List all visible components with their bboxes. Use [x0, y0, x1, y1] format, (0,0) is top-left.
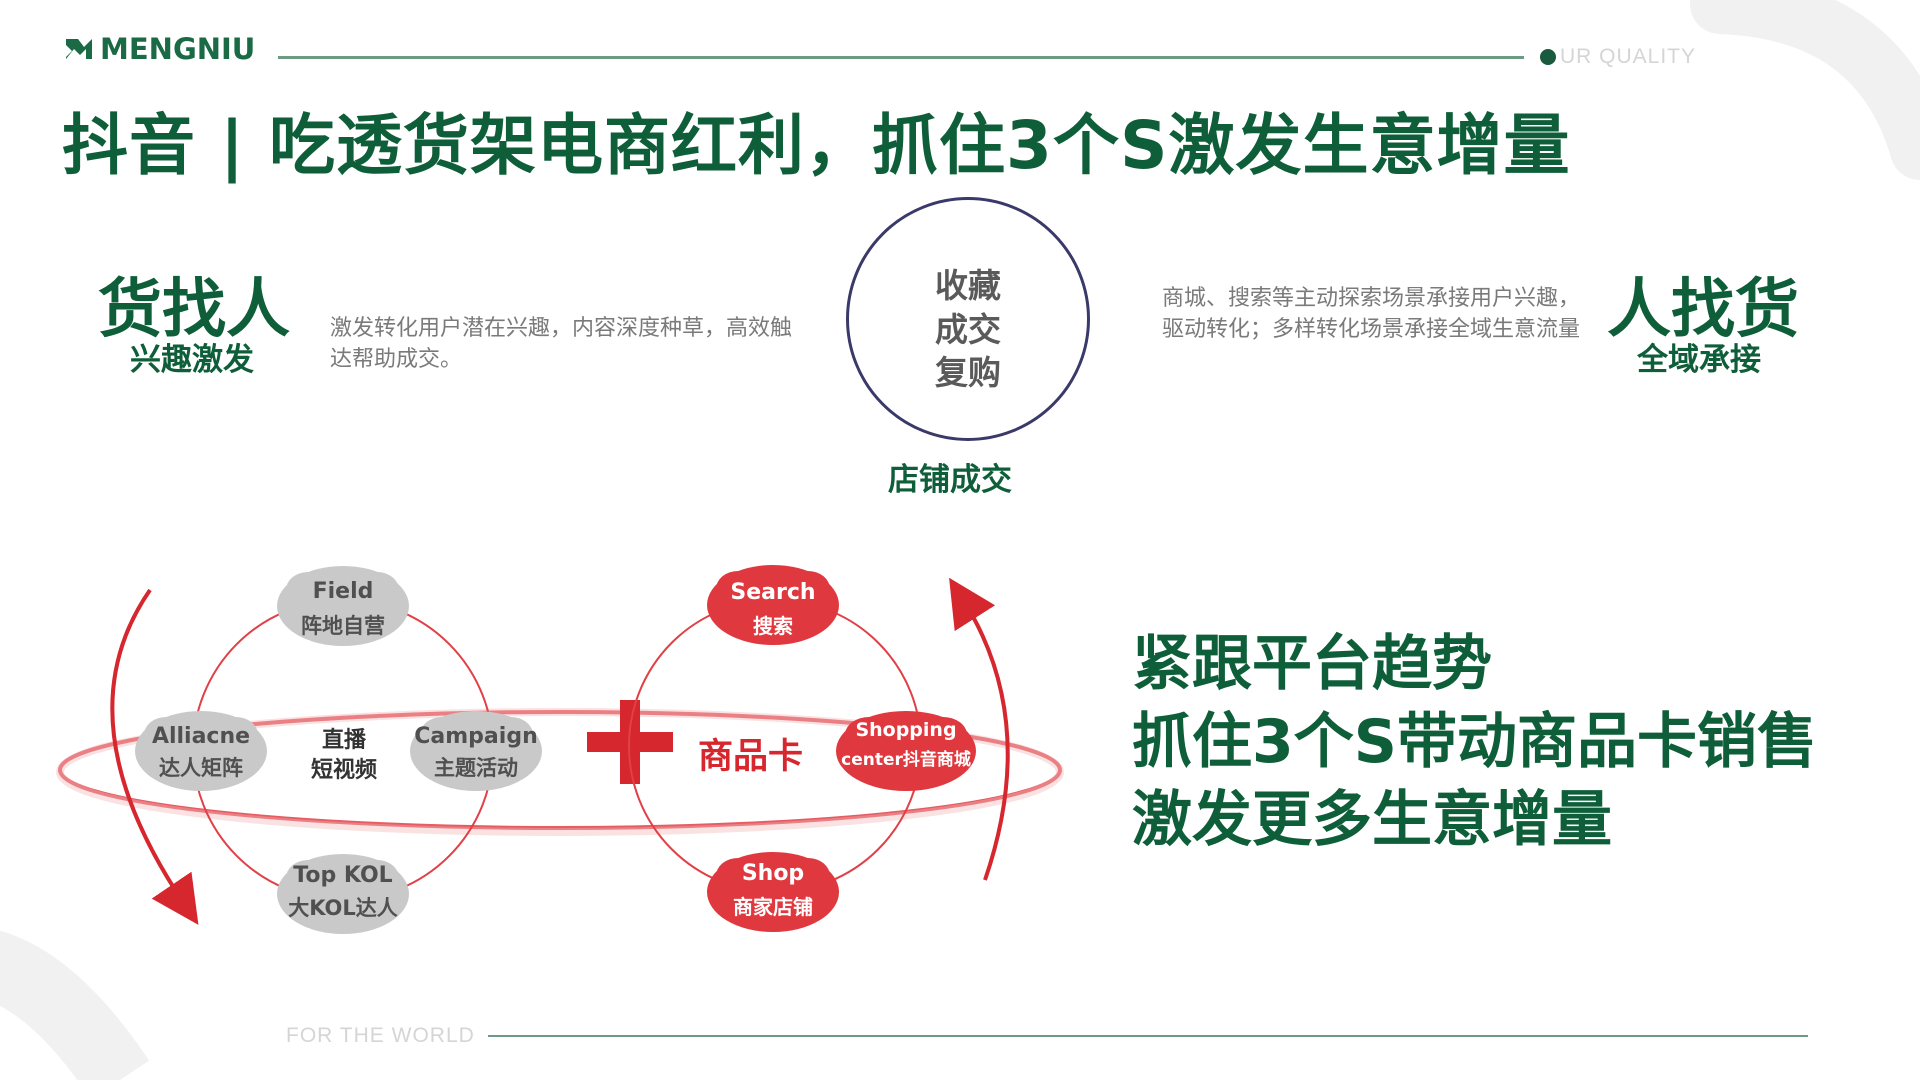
bubble-search-label: Search	[730, 580, 816, 605]
bubble-field-sublabel: 阵地自营	[301, 614, 385, 638]
mengniu-logo-icon	[66, 39, 92, 59]
leaf-dot-icon	[1540, 49, 1556, 65]
page-title: 抖音 | 吃透货架电商红利，抓住3个S激发生意增量	[62, 107, 1571, 184]
bubble-campaign-label: Campaign	[414, 724, 538, 749]
circle-text-deal: 成交	[935, 310, 1001, 349]
left-heading: 货找人	[98, 273, 290, 347]
circle-text-repurchase: 复购	[935, 353, 1001, 392]
logo-text: MENGNIU	[100, 32, 256, 66]
left-description: 激发转化用户潜在兴趣，内容深度种草，高效触达帮助成交。	[330, 316, 793, 372]
three-s-diagram	[56, 565, 1064, 934]
bubble-shop-label: Shop	[741, 861, 805, 886]
bubble-top-kol-sublabel: 大KOL达人	[288, 896, 398, 920]
bubble-campaign-sublabel: 主题活动	[434, 756, 518, 780]
right-heading: 人找货	[1607, 273, 1799, 347]
left-ring-center-live: 直播	[321, 728, 366, 753]
bubble-top-kol	[277, 854, 409, 934]
left-arrow-icon	[110, 588, 199, 925]
bubble-search-sublabel: 搜索	[753, 614, 793, 638]
circle-text-collect: 收藏	[935, 266, 1001, 305]
key-message-line-3: 激发更多生意增量	[1132, 785, 1612, 855]
bubble-shopping-center-label: Shopping	[855, 719, 957, 741]
bubble-top-kol-label: Top KOL	[293, 863, 393, 888]
orbit-glow	[56, 708, 1064, 836]
orbit-ellipse	[58, 710, 1062, 830]
bubble-shopping-center	[836, 711, 976, 791]
bubble-alliance-sublabel: 达人矩阵	[159, 756, 243, 780]
bubble-shop	[707, 852, 839, 932]
product-card-label: 商品卡	[698, 737, 804, 777]
left-subheading: 兴趣激发	[130, 342, 254, 378]
top-divider	[278, 56, 1524, 59]
key-message-line-1: 紧跟平台趋势	[1132, 629, 1492, 699]
top-tagline: UR QUALITY	[1540, 45, 1696, 69]
center-caption: 店铺成交	[888, 462, 1012, 498]
bubble-shop-sublabel: 商家店铺	[733, 895, 813, 919]
logo: MENGNIU	[64, 32, 255, 66]
right-arrow-icon	[949, 577, 1010, 881]
bubble-alliance	[135, 711, 267, 791]
bottom-divider	[488, 1035, 1808, 1037]
right-subheading: 全域承接	[1637, 342, 1761, 378]
right-description: 商城、搜索等主动探索场景承接用户兴趣，驱动转化；多样转化场景承接全域生意流量	[1162, 286, 1581, 342]
top-tagline-text: UR QUALITY	[1560, 45, 1697, 68]
bottom-tagline: FOR THE WORLD	[286, 1024, 475, 1047]
bubble-campaign	[410, 711, 542, 791]
bubble-field-label: Field	[312, 579, 374, 604]
key-message: 紧跟平台趋势 抓住3个S带动商品卡销售 激发更多生意增量	[1132, 625, 1817, 859]
center-circle	[846, 197, 1090, 441]
bubble-shopping-center-sublabel: center抖音商城	[841, 750, 971, 770]
bubble-search	[707, 565, 839, 645]
left-ring-center-video: 短视频	[310, 758, 377, 783]
key-message-line-2: 抓住3个S带动商品卡销售	[1132, 707, 1817, 777]
bubble-alliance-label: Alliacne	[151, 724, 251, 749]
bubble-field	[277, 566, 409, 646]
